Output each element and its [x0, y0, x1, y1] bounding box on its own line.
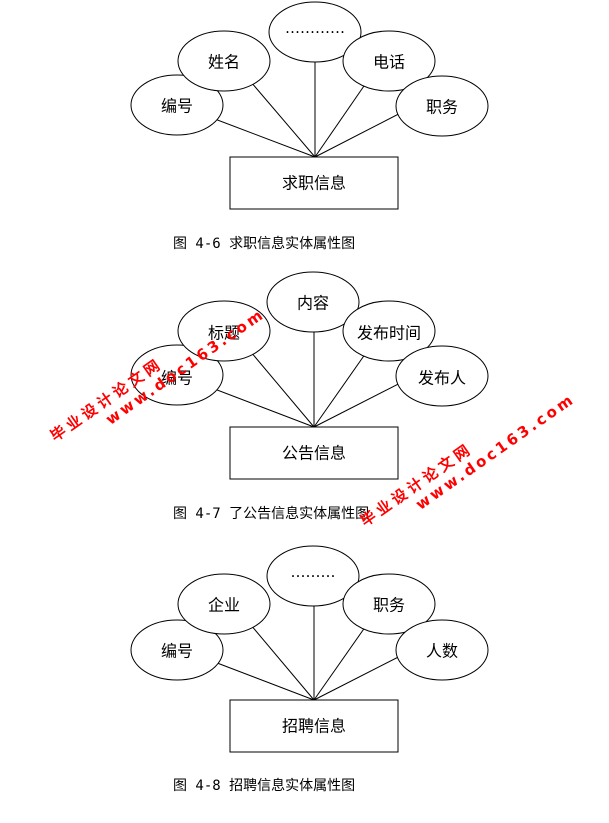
- attribute-label: 企业: [208, 596, 240, 615]
- entity-label: 求职信息: [282, 174, 346, 193]
- attribute-label: 职务: [373, 596, 405, 615]
- attribute-label: 内容: [297, 294, 329, 313]
- attribute-label: 编号: [161, 642, 193, 661]
- attribute-ellipse: [395, 619, 489, 681]
- attribute-label: 姓名: [208, 53, 240, 72]
- attribute-ellipse: [395, 75, 489, 137]
- attribute-label: 职务: [426, 98, 458, 117]
- attribute-ellipse: [130, 344, 224, 406]
- attribute-label: 发布人: [418, 369, 466, 388]
- entity-box: [229, 426, 399, 480]
- attribute-ellipse: [177, 573, 271, 635]
- attribute-ellipse: [177, 300, 271, 362]
- entity-box: [229, 156, 399, 210]
- watermark-line2: www.doc163.com: [412, 390, 578, 514]
- attribute-label: 编号: [161, 369, 193, 388]
- attribute-label: 标题: [208, 324, 240, 343]
- attribute-ellipse: [395, 345, 489, 407]
- attribute-ellipse: [266, 545, 360, 607]
- attribute-ellipse: [177, 30, 271, 92]
- attribute-ellipse: [342, 30, 436, 92]
- attribute-ellipse: [130, 619, 224, 681]
- attribute-label: 发布时间: [357, 324, 421, 343]
- figure-caption: 图 4-6 求职信息实体属性图: [173, 235, 355, 252]
- attribute-ellipse: [342, 573, 436, 635]
- attribute-ellipse: [130, 74, 224, 136]
- attribute-label: 人数: [426, 642, 458, 661]
- figure-caption: 图 4-8 招聘信息实体属性图: [173, 777, 355, 794]
- attribute-label: …………: [285, 19, 345, 37]
- entity-box: [229, 699, 399, 753]
- attribute-ellipse: [268, 1, 362, 63]
- figure-caption: 图 4-7 了公告信息实体属性图: [173, 505, 369, 522]
- attribute-label: 编号: [161, 97, 193, 116]
- attribute-ellipse: [266, 271, 360, 333]
- entity-label: 公告信息: [282, 444, 346, 463]
- attribute-label: 电话: [373, 53, 405, 72]
- attribute-ellipse: [342, 300, 436, 362]
- attribute-label: ………: [291, 563, 336, 581]
- entity-label: 招聘信息: [282, 717, 346, 736]
